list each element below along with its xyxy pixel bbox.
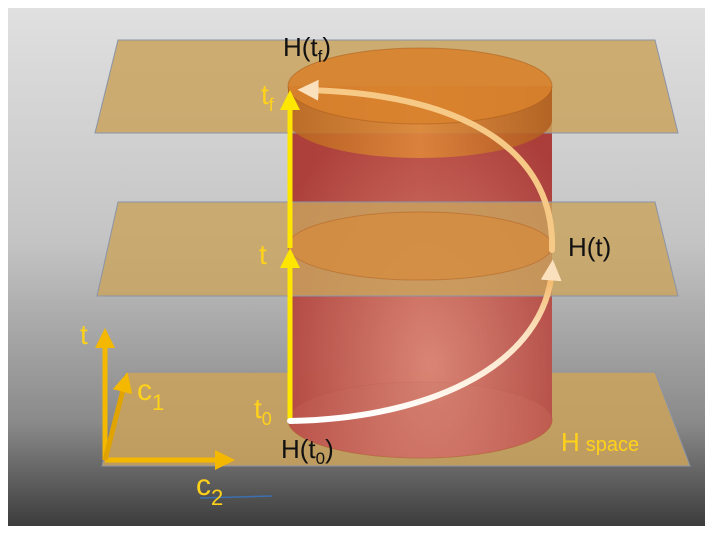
label-h-t0: H(t0) bbox=[281, 434, 334, 468]
label-t-mid: t bbox=[259, 239, 267, 270]
label-h-t: H(t) bbox=[568, 232, 611, 262]
label-axis-t: t bbox=[80, 319, 88, 350]
label-h-tf: H(tf) bbox=[283, 32, 331, 66]
